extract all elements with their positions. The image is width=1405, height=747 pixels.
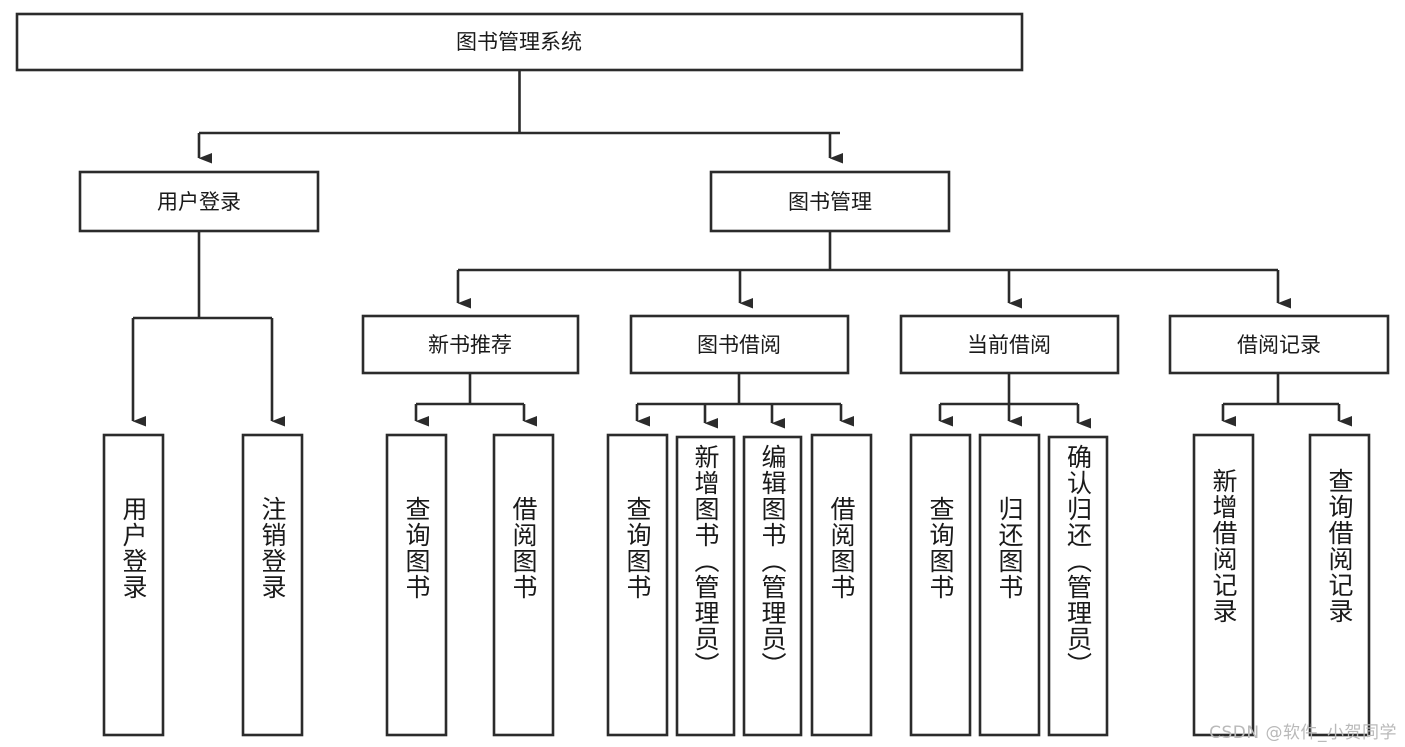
leaf-current-borrow-1[interactable] xyxy=(909,433,972,737)
node-root[interactable]: 图书管理系统 xyxy=(15,12,1024,72)
node-root-label: 图书管理系统 xyxy=(456,30,582,54)
edge-userlogin-to-leaves xyxy=(131,231,285,427)
leaf-book-borrow-3[interactable] xyxy=(742,435,803,737)
node-user-login-label: 用户登录 xyxy=(157,190,241,214)
leaf-book-borrow-1[interactable] xyxy=(606,433,669,737)
node-new-book-recommend-label: 新书推荐 xyxy=(428,333,512,357)
leaf-borrow-record-1[interactable] xyxy=(1192,433,1255,737)
node-book-borrow[interactable]: 图书借阅 xyxy=(629,314,850,375)
leaf-user-login-1[interactable] xyxy=(102,433,165,737)
node-book-management-label: 图书管理 xyxy=(788,190,872,214)
node-borrow-record-label: 借阅记录 xyxy=(1237,333,1321,357)
node-book-borrow-label: 图书借阅 xyxy=(697,333,781,357)
leaf-current-borrow-2[interactable] xyxy=(978,433,1041,737)
node-borrow-record[interactable]: 借阅记录 xyxy=(1168,314,1390,375)
node-current-borrow-label: 当前借阅 xyxy=(967,333,1051,357)
edge-current-to-leaves xyxy=(938,373,1091,429)
edge-root-to-level2 xyxy=(197,70,843,164)
leaf-user-login-2[interactable] xyxy=(241,433,304,737)
edge-record-to-leaves xyxy=(1221,373,1352,427)
node-book-management[interactable]: 图书管理 xyxy=(709,170,951,233)
edge-borrow-to-leaves xyxy=(635,373,854,429)
node-current-borrow[interactable]: 当前借阅 xyxy=(899,314,1120,375)
leaf-current-borrow-3[interactable] xyxy=(1047,435,1109,737)
node-user-login[interactable]: 用户登录 xyxy=(78,170,320,233)
leaf-book-borrow-4[interactable] xyxy=(810,433,873,737)
leaf-new-book-2[interactable] xyxy=(492,433,555,737)
leaf-new-book-1[interactable] xyxy=(385,433,448,737)
edge-bookmgmt-to-level3 xyxy=(456,231,1291,309)
node-new-book-recommend[interactable]: 新书推荐 xyxy=(361,314,580,375)
edge-newbook-to-leaves xyxy=(414,373,537,427)
csdn-watermark: CSDN @软件_小贺同学 xyxy=(1209,723,1397,743)
leaf-borrow-record-2[interactable] xyxy=(1308,433,1371,737)
leaf-book-borrow-2[interactable] xyxy=(675,435,736,737)
